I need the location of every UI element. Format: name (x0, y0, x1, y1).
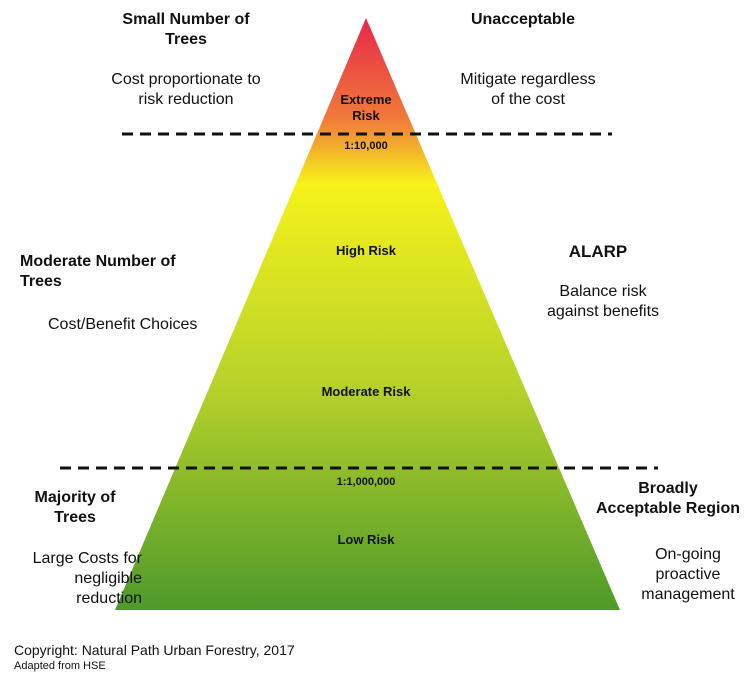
left-top-heading: Small Number of Trees (122, 11, 250, 48)
left-mid-text: Cost/Benefit Choices (48, 316, 198, 333)
tier-high-risk: High Risk (336, 243, 396, 258)
left-top-text: Cost proportionate to risk reduction (111, 71, 261, 108)
right-top-text: Mitigate regardless of the cost (460, 71, 596, 108)
right-bottom-heading: Broadly Acceptable Region (595, 480, 741, 517)
risk-pyramid (115, 18, 620, 610)
left-bottom-heading: Majority of Trees (34, 489, 116, 526)
tier-low-risk: Low Risk (337, 532, 395, 547)
right-mid-text: Balance risk against benefits (546, 283, 660, 320)
tier-moderate-risk: Moderate Risk (321, 384, 411, 399)
threshold-label-lower: 1:1,000,000 (336, 476, 396, 488)
left-bottom-text: Large Costs for negligible reduction (32, 550, 142, 607)
right-bottom-text: On-going proactive management (641, 546, 735, 603)
copyright-text: Copyright: Natural Path Urban Forestry, … (14, 642, 295, 658)
adapted-from-text: Adapted from HSE (14, 660, 106, 672)
threshold-label-upper: 1:10,000 (344, 140, 388, 152)
tier-extreme-risk: Extreme Risk (340, 92, 392, 124)
right-mid-heading: ALARP (568, 242, 628, 261)
right-top-heading: Unacceptable (470, 11, 576, 28)
left-mid-heading: Moderate Number of Trees (20, 253, 176, 290)
